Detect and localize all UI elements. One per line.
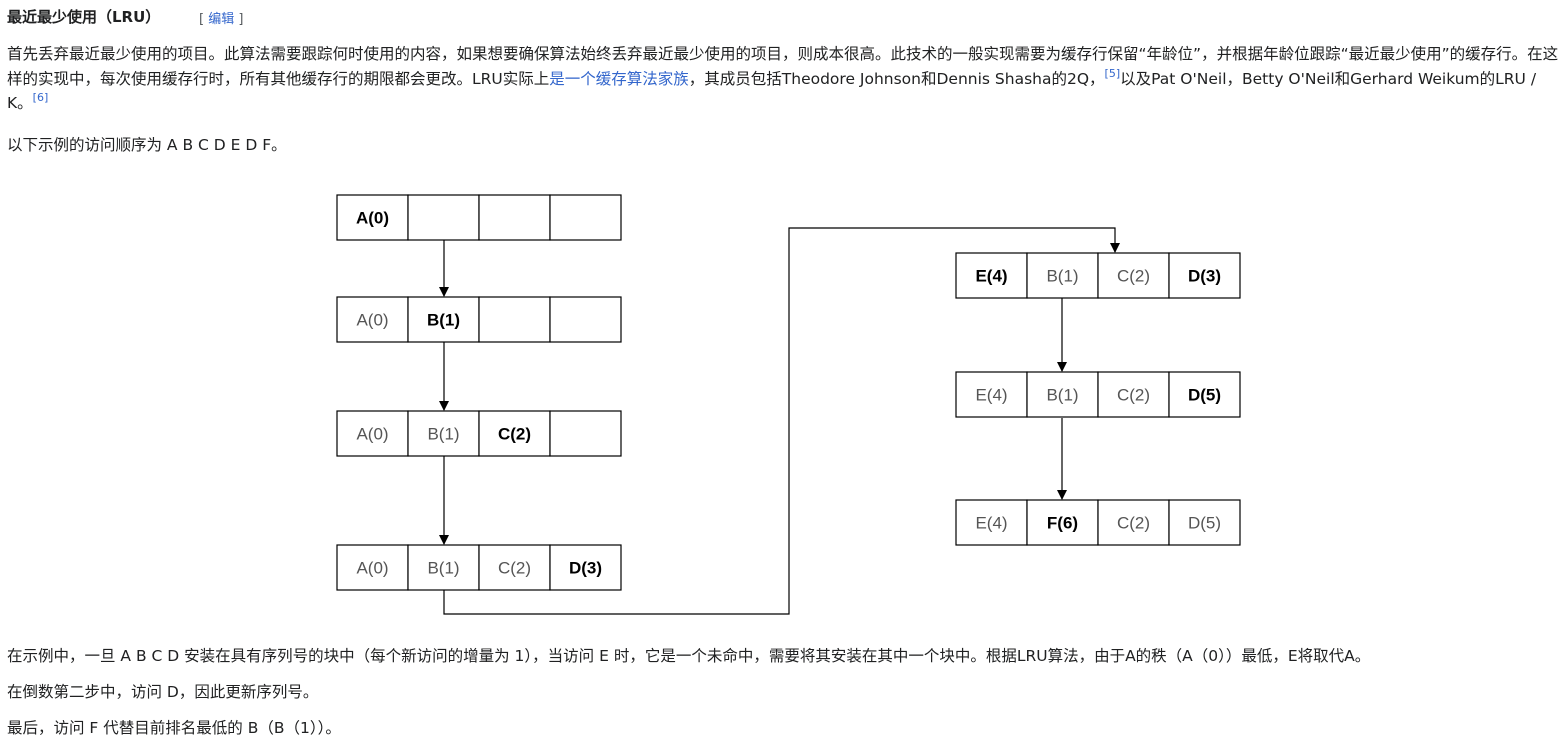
cache-block-label: A(0) <box>356 311 388 330</box>
cache-block <box>478 544 551 591</box>
cache-block <box>1168 371 1241 418</box>
access-sequence-paragraph: 以下示例的访问顺序为 A B C D E D F。 <box>7 136 287 154</box>
cache-block-label: B(1) <box>427 425 459 444</box>
cache-block <box>955 252 1028 299</box>
cache-algorithm-family-link[interactable]: 是一个缓存算法家族 <box>549 69 689 88</box>
cache-block <box>549 544 622 591</box>
cache-block <box>407 410 480 457</box>
cache-block-label: B(1) <box>1046 386 1078 405</box>
cache-block <box>1168 252 1241 299</box>
cache-block-label: C(2) <box>1117 514 1150 533</box>
cache-block <box>1097 252 1170 299</box>
edit-section-link[interactable]: 编辑 <box>208 12 235 27</box>
paragraph-intro: 首先丢弃最近最少使用的项目。此算法需要跟踪何时使用的内容，如果想要确保算法始终丢… <box>7 42 1562 116</box>
cache-block <box>549 410 622 457</box>
cache-block <box>1026 371 1099 418</box>
cache-block <box>1097 371 1170 418</box>
cache-block <box>1097 499 1170 546</box>
transition-arrows <box>439 227 1120 615</box>
left-cache-row-1: A(0) <box>336 194 622 241</box>
cache-block-label: D(5) <box>1188 386 1221 405</box>
edit-bracket-open: [ <box>199 12 209 27</box>
cache-block <box>478 194 551 241</box>
final-step: 最后，访问 F 代替目前排名最低的 B（B（1））。 <box>7 719 341 737</box>
intro-text-2: ，其成员包括Theodore Johnson和Dennis Shasha的2Q， <box>688 69 1105 88</box>
cache-block <box>955 499 1028 546</box>
cache-block <box>336 544 409 591</box>
cache-block-label: E(4) <box>975 514 1007 533</box>
cache-block-label: C(2) <box>1117 267 1150 286</box>
cache-block-label: B(1) <box>427 559 459 578</box>
left-cache-row-3: A(0) B(1) C(2) <box>336 410 622 457</box>
reference-5-link[interactable]: [5] <box>1104 66 1121 80</box>
cache-block-label: A(0) <box>356 425 388 444</box>
arrow-row4-to-right-column <box>443 227 1120 615</box>
cache-block <box>478 296 551 343</box>
cache-block-label: D(3) <box>1188 267 1221 286</box>
cache-block-label: E(4) <box>975 386 1007 405</box>
cache-block <box>478 410 551 457</box>
cache-block-label: A(0) <box>356 559 388 578</box>
cache-block <box>1168 499 1241 546</box>
section-heading: 最近最少使用（LRU） <box>7 8 161 26</box>
cache-block-label: B(1) <box>427 311 460 330</box>
cache-state-rows: A(0) A(0) B(1) A(0) B(1) C(2) A(0) B(1) C(2) D(3)… <box>336 194 1241 591</box>
cache-block <box>407 194 480 241</box>
cache-block-label: E(4) <box>975 267 1007 286</box>
cache-block <box>549 296 622 343</box>
intro-text-3: 以及Pat O'Neil，Betty O'Neil和Gerhard Weikum… <box>7 69 1537 113</box>
cache-block <box>549 194 622 241</box>
cache-block <box>955 371 1028 418</box>
cache-block <box>407 544 480 591</box>
edit-section-link-wrapper: [ 编辑 ] <box>199 8 243 27</box>
left-cache-row-2: A(0) B(1) <box>336 296 622 343</box>
cache-block-label: C(2) <box>1117 386 1150 405</box>
second-last-step: 在倒数第二步中，访问 D，因此更新序列号。 <box>7 683 319 701</box>
reference-6-link[interactable]: [6] <box>32 91 49 104</box>
cache-block-label: D(3) <box>569 559 602 578</box>
example-explanation: 在示例中，一旦 A B C D 安装在具有序列号的块中（每个新访问的增量为 1）… <box>7 647 1371 665</box>
cache-block-label: C(2) <box>498 425 531 444</box>
reference-6[interactable]: [6] <box>33 91 49 104</box>
reference-5[interactable]: [5] <box>1105 67 1121 80</box>
cache-block <box>336 194 409 241</box>
cache-block-label: A(0) <box>356 209 389 228</box>
cache-block-label: B(1) <box>1046 267 1078 286</box>
cache-block-label: C(2) <box>498 559 531 578</box>
cache-block-label: D(5) <box>1188 514 1221 533</box>
right-cache-row-1: E(4) B(1) C(2) D(3) <box>955 252 1241 299</box>
edit-bracket-close: ] <box>234 12 244 27</box>
cache-block <box>336 410 409 457</box>
left-cache-row-4: A(0) B(1) C(2) D(3) <box>336 544 622 591</box>
right-cache-row-3: E(4) F(6) C(2) D(5) <box>955 499 1241 546</box>
right-cache-row-2: E(4) B(1) C(2) D(5) <box>955 371 1241 418</box>
cache-block-label: F(6) <box>1047 514 1078 533</box>
intro-text-1: 首先丢弃最近最少使用的项目。此算法需要跟踪何时使用的内容，如果想要确保算法始终丢… <box>7 45 1559 88</box>
